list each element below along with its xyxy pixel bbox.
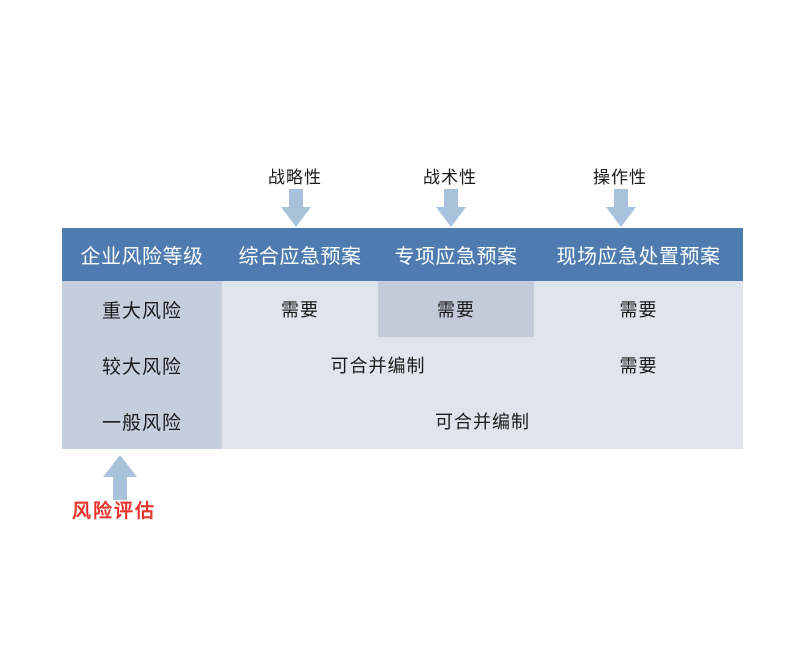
cell-major-special: 需要 [378, 281, 534, 337]
label-tactical: 战术性 [423, 168, 477, 188]
cell-major-comprehensive: 需要 [222, 281, 378, 337]
header-cell-onsite-plan: 现场应急处置预案 [534, 228, 743, 281]
arrow-down-icon-strategic [281, 189, 311, 227]
table-header-row: 企业风险等级 综合应急预案 专项应急预案 现场应急处置预案 [62, 228, 743, 281]
arrow-shaft [289, 189, 303, 209]
header-cell-comprehensive-plan: 综合应急预案 [222, 228, 378, 281]
risk-plan-table: 企业风险等级 综合应急预案 专项应急预案 现场应急处置预案 重大风险 需要 需要… [62, 228, 743, 449]
table-row: 较大风险 可合并编制 需要 [62, 337, 743, 393]
cell-large-merged-plan: 可合并编制 [222, 337, 534, 393]
arrow-head [606, 207, 636, 227]
label-strategic: 战略性 [268, 168, 322, 188]
cell-risk-level-large: 较大风险 [62, 337, 222, 393]
arrow-head [436, 207, 466, 227]
cell-general-merged-plan: 可合并编制 [222, 393, 743, 449]
cell-large-onsite: 需要 [534, 337, 743, 393]
label-operative: 操作性 [593, 168, 647, 188]
arrow-down-icon-tactical [436, 189, 466, 227]
table-header: 企业风险等级 综合应急预案 专项应急预案 现场应急处置预案 [62, 228, 743, 281]
arrow-shaft [444, 189, 458, 209]
arrow-shaft [113, 476, 127, 500]
table-body: 重大风险 需要 需要 需要 较大风险 可合并编制 需要 一般风险 可合并编制 [62, 281, 743, 449]
arrow-shaft [614, 189, 628, 209]
table-row: 一般风险 可合并编制 [62, 393, 743, 449]
risk-assessment-note: 风险评估 [72, 500, 157, 522]
cell-risk-level-major: 重大风险 [62, 281, 222, 337]
arrow-down-icon-operative [606, 189, 636, 227]
header-cell-risk-level: 企业风险等级 [62, 228, 222, 281]
arrow-up-icon-risk-assessment [103, 455, 137, 500]
table-row: 重大风险 需要 需要 需要 [62, 281, 743, 337]
arrow-head [103, 455, 137, 477]
cell-major-onsite: 需要 [534, 281, 743, 337]
cell-risk-level-general: 一般风险 [62, 393, 222, 449]
arrow-head [281, 207, 311, 227]
header-cell-special-plan: 专项应急预案 [378, 228, 534, 281]
